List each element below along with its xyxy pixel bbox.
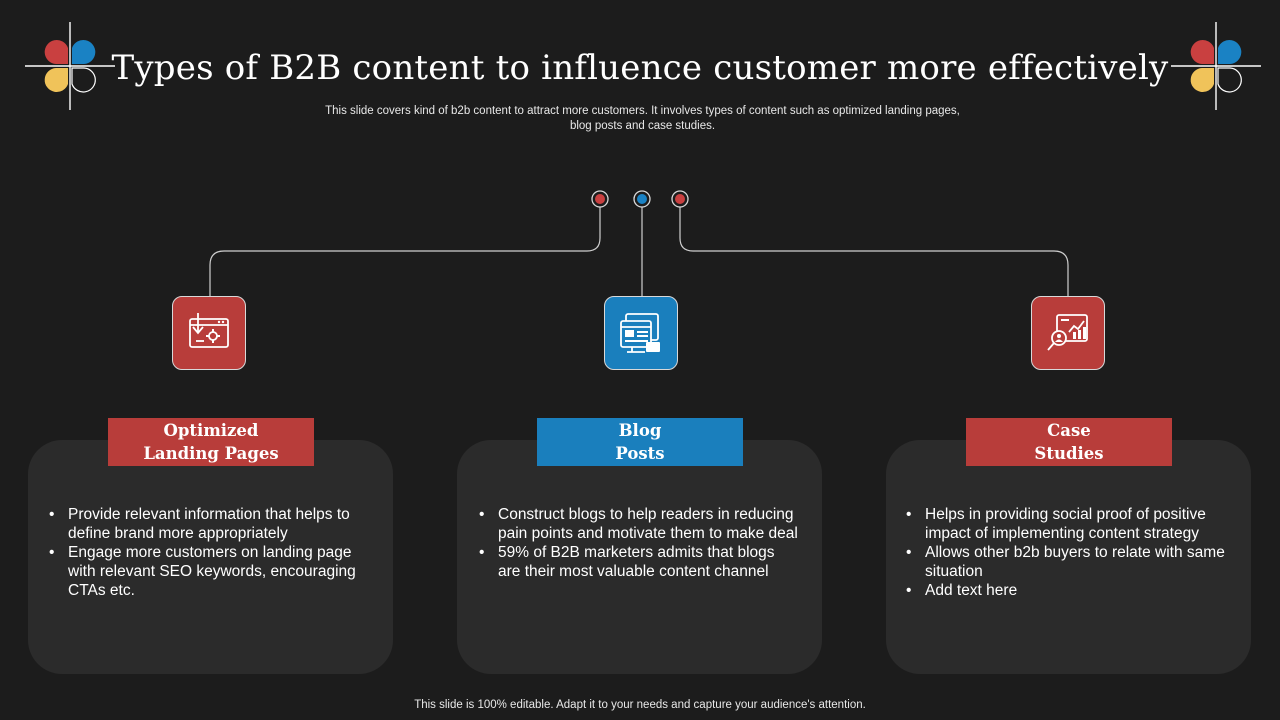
blog-posts-icon-box [604,296,678,370]
label-optimized-landing-pages: Optimized Landing Pages [108,418,314,466]
bullet-item: Allows other b2b buyers to relate with s… [905,543,1225,581]
bullet-list-blog-posts: Construct blogs to help readers in reduc… [478,505,798,581]
landing-page-settings-icon [189,313,229,348]
slide-footer: This slide is 100% editable. Adapt it to… [414,699,866,711]
blog-posts-icon [620,313,660,353]
quadrant-logo-icon-left [22,18,118,114]
quadrant-logo-icon-right [1168,18,1264,114]
bullet-list-landing-pages: Provide relevant information that helps … [48,505,368,600]
bullet-item: Provide relevant information that helps … [48,505,368,543]
connector-dot-red-right [671,190,689,208]
label-blog-posts: Blog Posts [537,418,743,466]
case-studies-icon-box [1031,296,1105,370]
case-study-analytics-icon [1047,314,1088,351]
bullet-list-case-studies: Helps in providing social proof of posit… [905,505,1225,600]
landing-page-icon-box [172,296,246,370]
bullet-item: Add text here [905,581,1225,600]
bullet-item: Engage more customers on landing page wi… [48,543,368,600]
bullet-item: 59% of B2B marketers admits that blogs a… [478,543,798,581]
bullet-item: Helps in providing social proof of posit… [905,505,1225,543]
bullet-item: Construct blogs to help readers in reduc… [478,505,798,543]
slide-subtitle: This slide covers kind of b2b content to… [325,105,960,132]
label-case-studies: Case Studies [966,418,1172,466]
connector-dot-blue [633,190,651,208]
slide-title: Types of B2B content to influence custom… [111,48,1169,88]
connector-dot-red-left [591,190,609,208]
